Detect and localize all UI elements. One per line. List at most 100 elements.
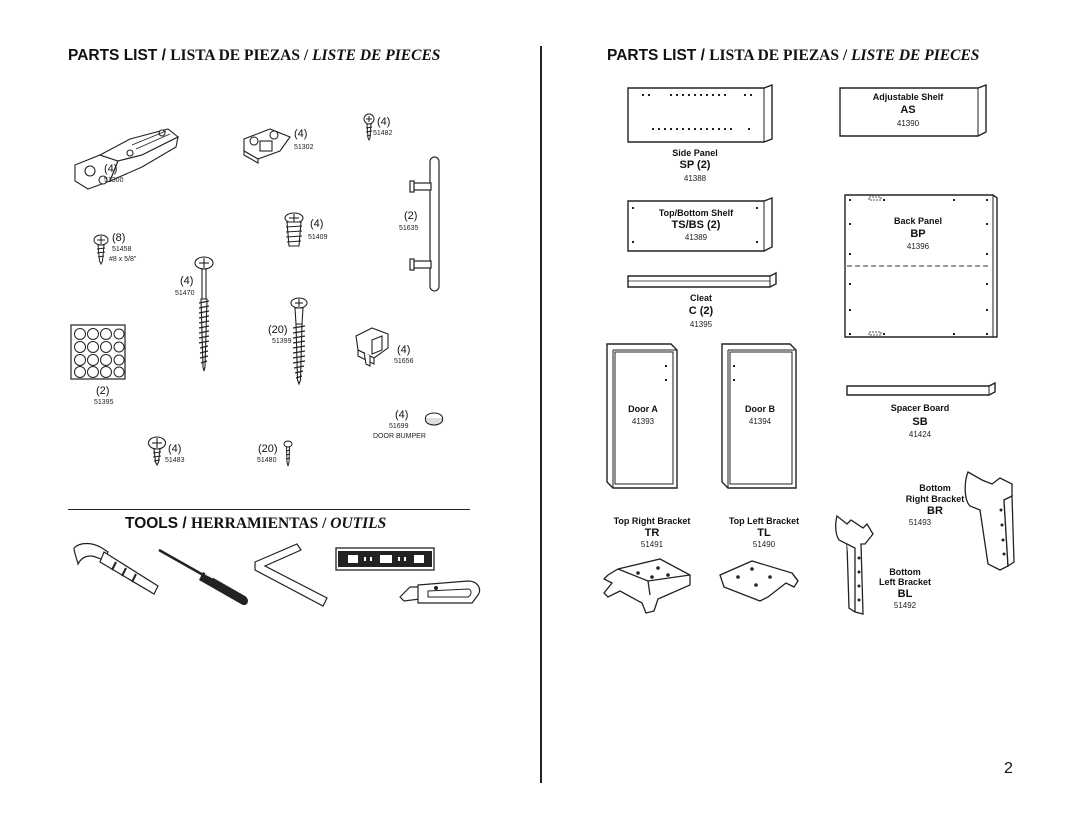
handle-part-number: 51635 (399, 225, 419, 232)
shelf-support-qty: (4) (397, 344, 411, 356)
cleat-code: C (2) (688, 305, 714, 317)
screw-51458-qty: (8) (112, 232, 126, 244)
top-left-bracket-part-number: 51490 (752, 540, 776, 549)
back-panel-label: Back Panel (893, 216, 943, 226)
dowel-part-number: 51409 (308, 234, 328, 241)
top-left-bracket-code: TL (757, 527, 771, 539)
long-screw-qty: (4) (180, 275, 194, 287)
side-panel-part-number: 41388 (683, 174, 707, 183)
spacer-board-drawing (846, 381, 996, 396)
cleat-drawing (627, 271, 777, 288)
nail-part-number: 51480 (257, 457, 277, 464)
top-bottom-shelf-part-number: 41389 (684, 233, 708, 242)
adjustable-shelf-code: AS (900, 104, 916, 116)
shelf-support-icon (355, 327, 389, 367)
screw-51458-part-number: 51458 (112, 246, 132, 253)
bottom-left-bracket-drawing (835, 514, 874, 615)
top-right-bracket-label: Top Right Bracket (613, 516, 691, 526)
door-b-part-number: 41394 (748, 417, 772, 426)
spacer-board-part-number: 41424 (908, 430, 932, 439)
top-bottom-shelf-label: Top/Bottom Shelf (658, 208, 734, 218)
cleat-label: Cleat (689, 293, 712, 303)
right-parts-list-title: PARTS LIST / LISTA DE PIEZAS / LISTE DE … (607, 47, 980, 64)
mounting-plate-part-number: 51302 (294, 144, 314, 151)
door-bumper-icon (424, 412, 444, 426)
side-panel-label: Side Panel (672, 148, 718, 158)
screw-51483-part-number: 51483 (165, 457, 185, 464)
utility-knife-icon (399, 580, 481, 604)
door-bumper-label: DOOR BUMPER (373, 433, 426, 440)
top-right-bracket-part-number: 51491 (640, 540, 664, 549)
long-screw-part-number: 51470 (175, 290, 195, 297)
cam-dowel-icon (284, 212, 304, 247)
tools-title: TOOLS / HERRAMIENTAS / OUTILS (125, 515, 387, 532)
tools-rule (68, 509, 470, 510)
bottom-right-bracket-label-2: Right Bracket (905, 494, 965, 504)
door-a-part-number: 41393 (631, 417, 655, 426)
adjustable-shelf-drawing (839, 83, 987, 137)
bottom-right-bracket-part-number: 51493 (908, 518, 932, 527)
mounting-plate-qty: (4) (294, 128, 308, 140)
bottom-right-bracket-drawing (964, 471, 1015, 571)
door-handle-icon (409, 156, 440, 292)
screw-51483-qty: (4) (168, 443, 182, 455)
screw-51399-qty: (20) (268, 324, 288, 336)
top-left-bracket-drawing (719, 560, 799, 602)
level-icon (335, 547, 435, 571)
back-panel-part-number: 41396 (906, 242, 930, 251)
mounting-plate-icon (243, 128, 291, 164)
nail-icon (283, 440, 293, 467)
hinge-qty: (4) (104, 163, 118, 175)
bottom-left-bracket-label-2: Left Bracket (878, 577, 932, 587)
pan-head-screw-icon (93, 234, 109, 266)
handle-qty: (2) (404, 210, 418, 222)
shelf-support-part-number: 51656 (394, 358, 414, 365)
screw-51482-qty: (4) (377, 116, 391, 128)
spacer-board-code: SB (912, 416, 928, 428)
spacer-board-label: Spacer Board (890, 403, 950, 413)
carpenter-square-icon (254, 543, 328, 607)
dowel-qty: (4) (310, 218, 324, 230)
bumper-pads-part-number: 51395 (94, 399, 114, 406)
hinge-icon (74, 128, 180, 190)
top-bottom-shelf-code: TS/BS (2) (671, 219, 721, 231)
nail-qty: (20) (258, 443, 278, 455)
back-panel-code: BP (910, 228, 926, 240)
long-screw-icon (194, 256, 214, 372)
bottom-left-bracket-label-1: Bottom (889, 567, 921, 577)
top-left-bracket-label: Top Left Bracket (728, 516, 800, 526)
door-bumper-part-number: 51699 (389, 423, 409, 430)
door-a-drawing (606, 343, 678, 489)
bottom-right-bracket-label-1: Bottom (919, 483, 951, 493)
screw-51482-part-number: 51482 (373, 130, 393, 137)
confirmat-screw-icon (290, 297, 308, 386)
bumper-pad-sheet-icon (70, 324, 126, 380)
side-panel-drawing (627, 83, 773, 143)
flat-head-screw-icon (147, 436, 167, 467)
bumper-pads-qty: (2) (96, 385, 110, 397)
screw-51399-part-number: 51399 (272, 338, 292, 345)
adjustable-shelf-label: Adjustable Shelf (872, 92, 944, 102)
hammer-icon (73, 542, 159, 595)
door-b-label: Door B (745, 404, 775, 414)
cleat-part-number: 41395 (689, 320, 713, 329)
page-number: 2 (1004, 760, 1013, 777)
top-right-bracket-drawing (602, 558, 691, 614)
back-panel-drawing (844, 194, 998, 338)
adjustable-shelf-part-number: 41390 (896, 119, 920, 128)
small-screw-icon (363, 113, 375, 142)
door-a-label: Door A (628, 404, 658, 414)
left-parts-list-title: PARTS LIST / LISTA DE PIEZAS / LISTE DE … (68, 47, 441, 64)
top-right-bracket-code: TR (644, 527, 660, 539)
door-bumper-qty: (4) (395, 409, 409, 421)
hinge-part-number: 51300 (104, 177, 124, 184)
side-panel-code: SP (2) (679, 159, 711, 171)
bottom-left-bracket-part-number: 51492 (893, 601, 917, 610)
center-divider (540, 46, 542, 783)
door-b-drawing (721, 343, 797, 489)
top-bottom-shelf-drawing (627, 196, 773, 252)
bottom-right-bracket-code: BR (927, 505, 943, 517)
bottom-left-bracket-code: BL (897, 588, 913, 600)
screw-51458-size: #8 x 5/8" (109, 256, 137, 263)
screwdriver-icon (158, 548, 248, 606)
